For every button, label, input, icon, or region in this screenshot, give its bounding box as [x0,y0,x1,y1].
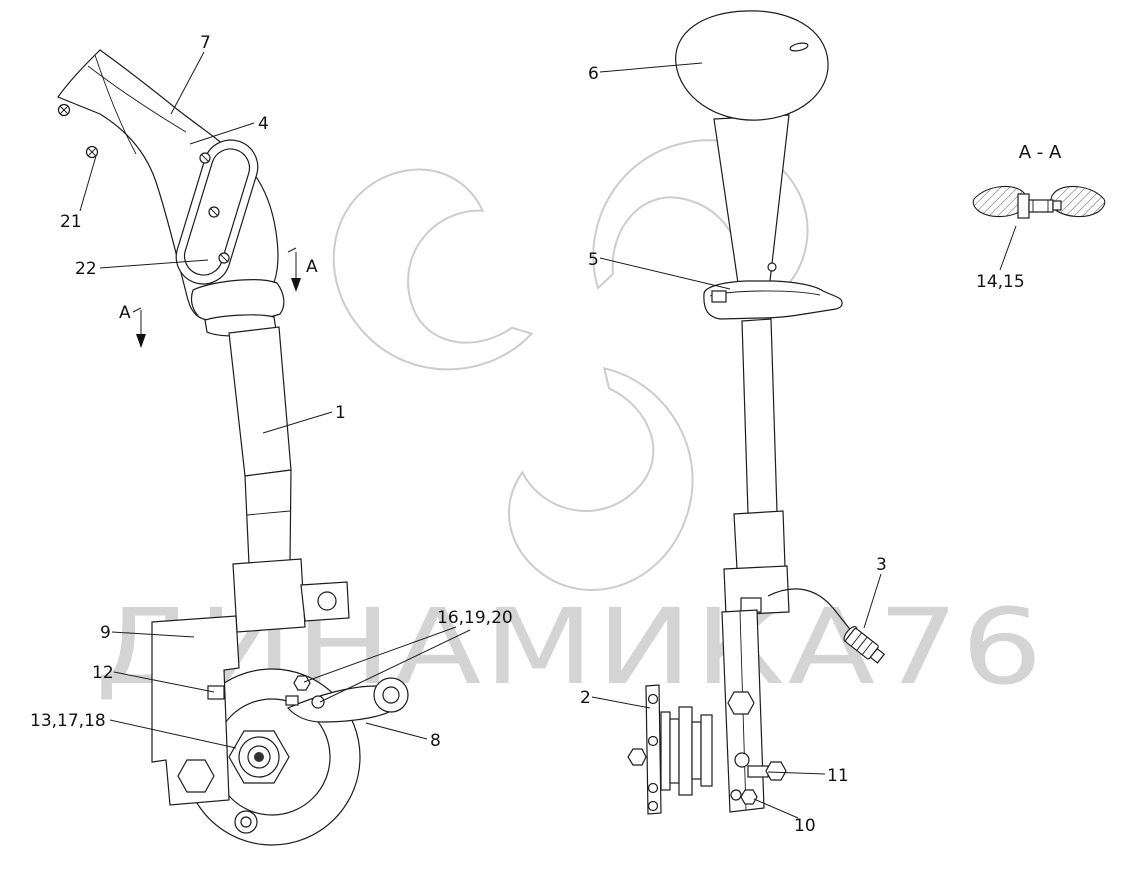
upper-bracket [723,565,790,616]
leader-12 [113,671,215,693]
callout-13-17-18: 13,17,18 [30,711,106,731]
callout-22: 22 [75,259,97,279]
section-bolt [1017,193,1062,219]
section-arrow-label-left: A [119,303,131,323]
connector-plug [843,626,886,664]
leader-13-17-18 [109,719,237,749]
bracket-screw-top [57,103,71,117]
callout-7: 7 [200,33,211,53]
plate-hole-low [730,789,742,801]
section-cut-arrow-right [287,247,301,292]
callout-21: 21 [60,212,82,232]
lever-arm-ring [373,677,409,713]
watermark-logo [332,139,809,591]
handle-top-lever-contour [87,65,187,133]
disc-stack [627,684,713,815]
neck-hole [767,262,777,272]
handle-collar-upper [190,279,285,323]
plate-hole-mid [734,752,750,768]
section-view-title: A - A [1019,142,1062,163]
callout-5: 5 [588,250,599,270]
callout-9: 9 [100,623,111,643]
callout-10: 10 [794,816,816,836]
leader-10 [753,798,799,819]
leader-6 [599,62,703,73]
lever-shaft-lower [244,469,292,565]
grip-screw-2 [208,206,220,218]
callout-labels: 7 4 21 22 A A 6 5 1 9 12 13,17,18 8 16,1… [30,33,1062,836]
callout-8: 8 [430,731,441,751]
shaft-seam [246,510,291,516]
callout-6: 6 [588,64,599,84]
lower-shaft [741,318,778,515]
leader-11 [767,771,826,775]
callout-14-15: 14,15 [976,272,1025,292]
grip-screw-3 [218,252,230,264]
mount-tab-hole [317,591,337,611]
knob-slot [789,42,809,52]
side-plate [151,615,240,806]
leader-1 [262,411,333,434]
callout-1: 1 [335,403,346,423]
leader-5 [599,257,731,290]
callout-4: 4 [258,114,269,134]
handle-bracket-edge [94,54,137,155]
plate-hex-bolt [727,691,755,715]
clamp-collar [703,280,843,320]
mount-bracket [232,558,306,633]
callout-3: 3 [876,555,887,575]
side-plate-hex-bolt [177,759,215,793]
leader-22 [99,259,209,269]
center-boss [228,730,290,784]
sector-plate-hole [234,810,258,834]
leader-8 [365,722,428,740]
bolt-11 [747,761,787,781]
lever-shaft-upper [228,326,292,477]
leader-7 [170,51,205,115]
section-arrow-label-right: A [306,257,318,277]
left-lever-assembly [57,49,409,846]
bracket-screw-bottom [85,145,99,159]
gear-knob [675,10,829,121]
leader-16-19-20-b [319,629,471,703]
clamp-bolt [207,685,225,700]
right-lever-assembly [627,10,886,815]
leader-2 [591,696,651,709]
callout-11: 11 [827,766,849,786]
leader-21 [79,155,97,212]
callout-12: 12 [92,663,114,683]
leader-3 [863,573,882,629]
grip-screw-1 [199,152,211,164]
leader-14-15 [999,225,1017,271]
leader-16-19-20-a [303,626,457,683]
section-view [972,185,1106,219]
callout-2: 2 [580,688,591,708]
callout-16-19-20: 16,19,20 [437,608,513,628]
section-cut-arrow-left [132,307,146,348]
leader-4 [189,122,255,145]
knob-neck [713,114,790,284]
leader-9 [111,631,195,638]
nut-10 [740,789,758,805]
shaft-tube [733,510,786,570]
leader-lines [79,51,1017,819]
clamp-screw [711,290,727,303]
small-fasteners [285,675,325,709]
